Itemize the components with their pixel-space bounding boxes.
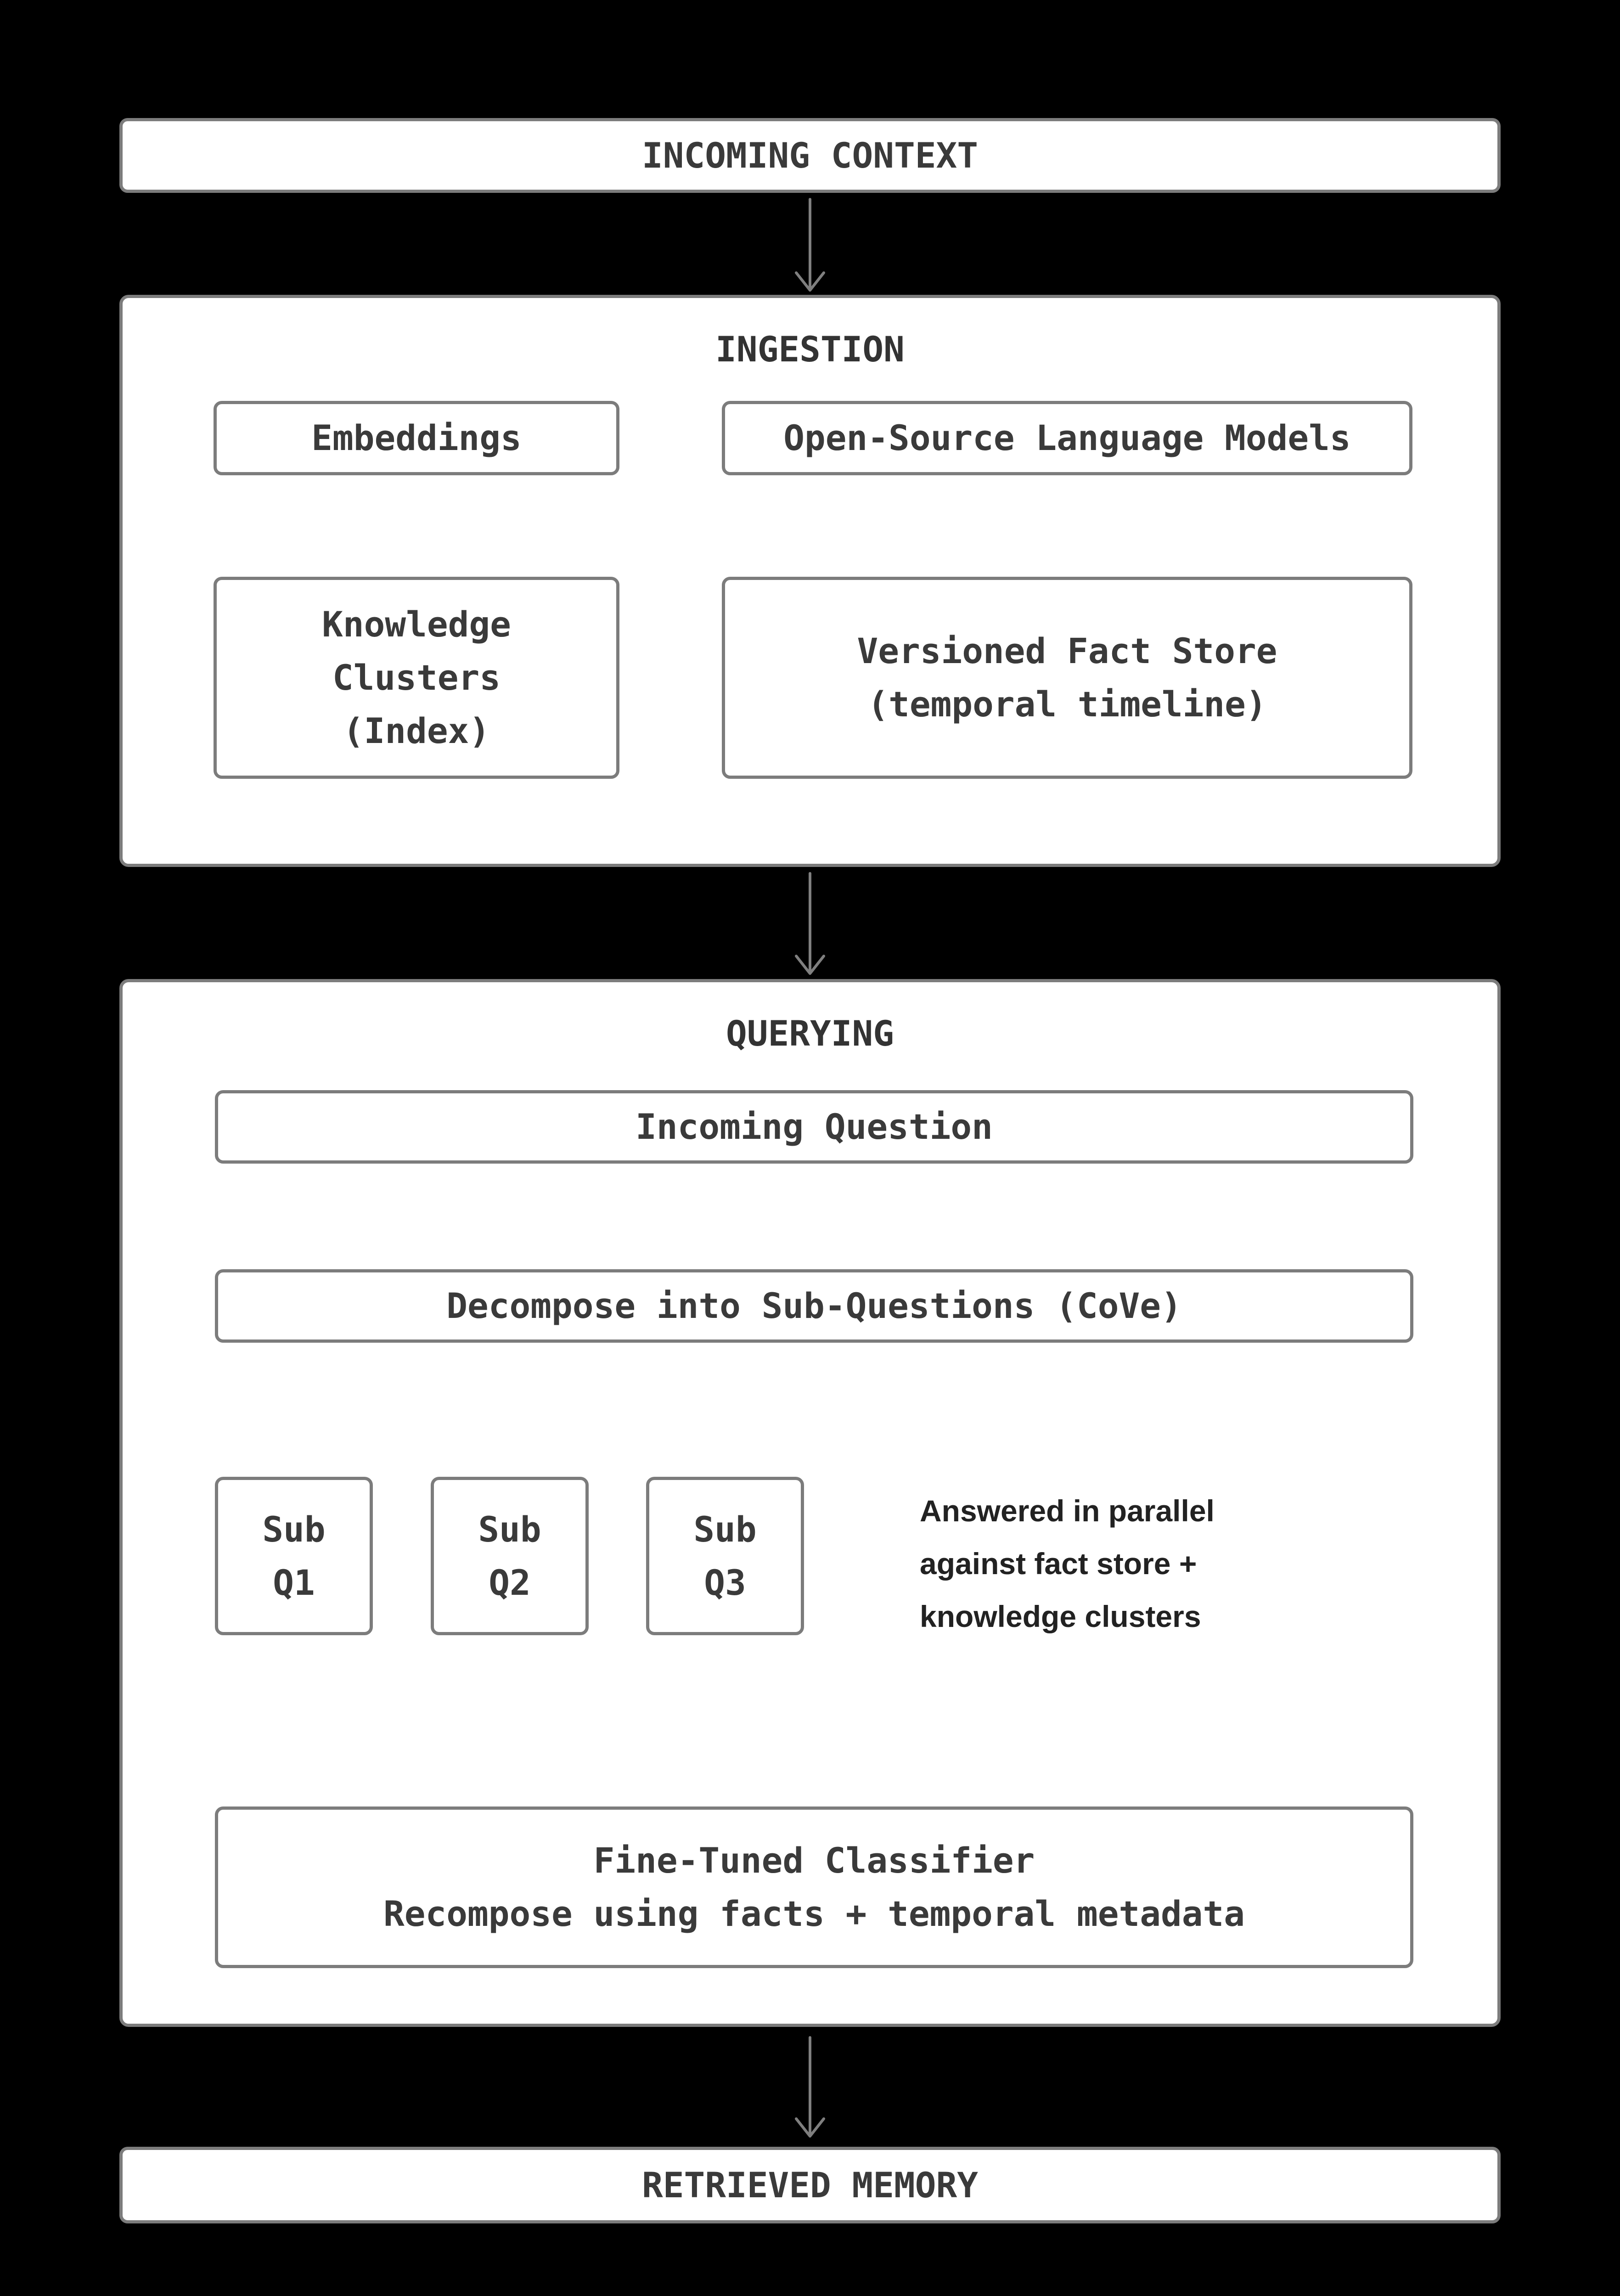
classifier-line2: Recompose using facts + temporal metadat… [383, 1893, 1245, 1934]
arrow-down-icon [795, 198, 825, 292]
sub-q1-box: Sub Q1 [215, 1477, 373, 1635]
sub-q2-box: Sub Q2 [431, 1477, 589, 1635]
fact-store-line2: (temporal timeline) [867, 684, 1267, 725]
parallel-annotation-line1: Answered in parallel [920, 1494, 1215, 1528]
incoming-context-box: INCOMING CONTEXT [119, 118, 1501, 193]
incoming-question-label: Incoming Question [636, 1106, 993, 1147]
classifier-line1: Fine-Tuned Classifier [593, 1840, 1035, 1881]
sub-q2-label: Sub Q2 [478, 1503, 541, 1609]
parallel-annotation: Answered in parallel against fact store … [920, 1485, 1471, 1643]
knowledge-clusters-box: Knowledge Clusters (Index) [214, 577, 619, 779]
knowledge-clusters-label: Knowledge Clusters (Index) [322, 598, 511, 758]
knowledge-clusters-line1: Knowledge [322, 604, 511, 645]
decompose-label: Decompose into Sub-Questions (CoVe) [446, 1285, 1182, 1326]
embeddings-box: Embeddings [214, 401, 619, 475]
ingestion-title: INGESTION [715, 329, 905, 370]
arrow-down-icon [795, 2036, 825, 2138]
knowledge-clusters-line2: Clusters [332, 657, 501, 698]
sub-q2-line1: Sub [478, 1508, 541, 1550]
embeddings-label: Embeddings [311, 417, 522, 458]
language-models-box: Open-Source Language Models [722, 401, 1412, 475]
sub-q3-box: Sub Q3 [646, 1477, 804, 1635]
fact-store-line1: Versioned Fact Store [857, 630, 1277, 671]
incoming-context-label: INCOMING CONTEXT [641, 135, 979, 176]
sub-q3-label: Sub Q3 [693, 1503, 756, 1609]
retrieved-memory-label: RETRIEVED MEMORY [641, 2164, 979, 2206]
fact-store-label: Versioned Fact Store (temporal timeline) [857, 625, 1277, 731]
sub-q2-line2: Q2 [489, 1562, 531, 1603]
decompose-box: Decompose into Sub-Questions (CoVe) [215, 1269, 1413, 1343]
sub-q1-line1: Sub [262, 1508, 326, 1550]
querying-title: QUERYING [726, 1013, 894, 1054]
retrieved-memory-box: RETRIEVED MEMORY [119, 2147, 1501, 2223]
parallel-annotation-line3: knowledge clusters [920, 1599, 1201, 1633]
language-models-label: Open-Source Language Models [783, 417, 1351, 458]
fact-store-box: Versioned Fact Store (temporal timeline) [722, 577, 1412, 779]
classifier-label: Fine-Tuned Classifier Recompose using fa… [383, 1834, 1245, 1941]
incoming-question-box: Incoming Question [215, 1090, 1413, 1164]
classifier-box: Fine-Tuned Classifier Recompose using fa… [215, 1806, 1413, 1968]
knowledge-clusters-line3: (Index) [343, 710, 490, 751]
sub-q1-label: Sub Q1 [262, 1503, 325, 1609]
sub-q3-line1: Sub [693, 1508, 757, 1550]
sub-q1-line2: Q1 [273, 1562, 315, 1603]
parallel-annotation-line2: against fact store + [920, 1547, 1197, 1581]
arrow-down-icon [795, 872, 825, 975]
sub-q3-line2: Q3 [704, 1562, 746, 1603]
